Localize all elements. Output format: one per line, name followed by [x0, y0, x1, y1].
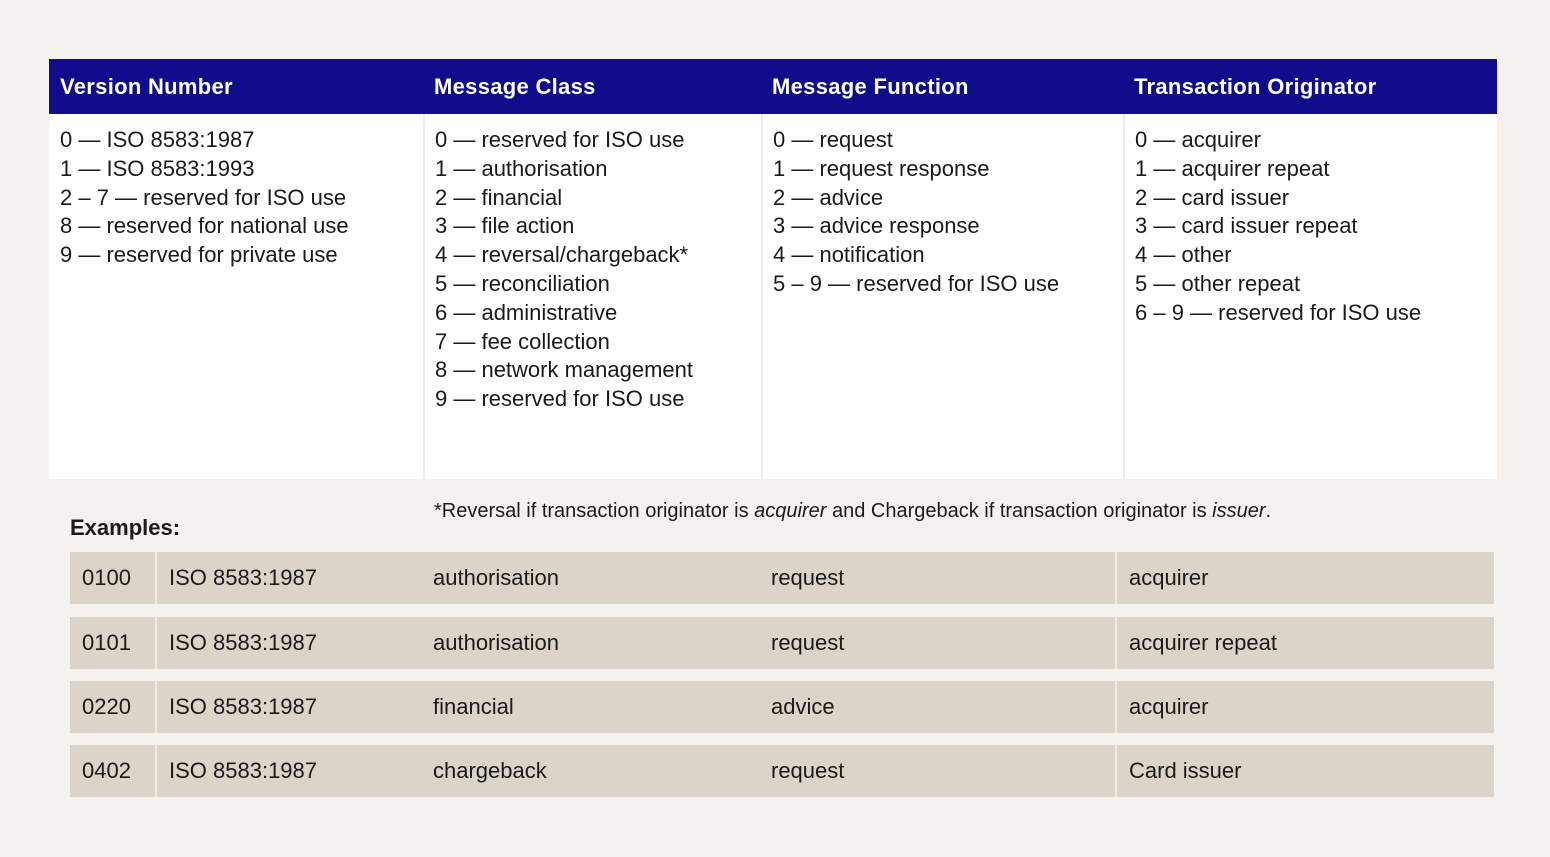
list-item: 4 — notification — [773, 242, 925, 268]
example-class: authorisation — [433, 630, 559, 655]
example-row: 0220 ISO 8583:1987 financial advice acqu… — [70, 681, 1494, 733]
example-version: ISO 8583:1987 — [169, 694, 318, 719]
example-class: chargeback — [433, 758, 547, 783]
example-code: 0100 — [70, 552, 157, 604]
footnote-text: and Chargeback if transaction originator… — [826, 500, 1213, 522]
transaction-originator-list: 0 — acquirer 1 — acquirer repeat 2 — car… — [1123, 114, 1497, 479]
example-code: 0402 — [70, 745, 157, 797]
table-header-row: Version Number Message Class Message Fun… — [49, 59, 1497, 114]
message-function-list: 0 — request 1 — request response 2 — adv… — [761, 114, 1123, 479]
list-item: 0 — ISO 8583:1987 — [60, 127, 255, 152]
list-item: 2 — advice — [773, 184, 884, 210]
list-item: 7 — fee collection — [435, 328, 610, 354]
list-item: 0 — acquirer — [1135, 127, 1261, 152]
example-version: ISO 8583:1987 — [169, 565, 318, 590]
example-function: request — [759, 552, 1117, 604]
list-item: 1 — ISO 8583:1993 — [60, 155, 255, 181]
list-item: 3 — card issuer repeat — [1135, 213, 1358, 239]
example-originator: Card issuer — [1129, 758, 1242, 783]
example-function: advice — [759, 681, 1117, 733]
version-number-list: 0 — ISO 8583:1987 1 — ISO 8583:1993 2 – … — [49, 114, 423, 479]
header-message-function: Message Function — [772, 74, 969, 99]
list-item: 6 — administrative — [435, 299, 618, 325]
list-item: 2 — financial — [435, 184, 563, 210]
examples-heading: Examples: — [70, 515, 181, 540]
example-class: authorisation — [433, 565, 559, 590]
header-message-class: Message Class — [434, 74, 596, 99]
example-row: 0101 ISO 8583:1987 authorisation request… — [70, 617, 1494, 669]
example-originator: acquirer — [1129, 565, 1209, 590]
list-item: 0 — reserved for ISO use — [435, 127, 685, 152]
footnote-emphasis-issuer: issuer — [1212, 500, 1266, 522]
list-item: 5 – 9 — reserved for ISO use — [773, 270, 1060, 296]
footnote: *Reversal if transaction originator is a… — [434, 500, 1271, 523]
example-class: financial — [433, 694, 514, 719]
example-row: 0100 ISO 8583:1987 authorisation request… — [70, 552, 1494, 604]
header-transaction-originator: Transaction Originator — [1134, 74, 1377, 99]
list-item: 1 — acquirer repeat — [1135, 155, 1330, 181]
header-version-number: Version Number — [60, 74, 233, 99]
list-item: 9 — reserved for private use — [60, 242, 338, 268]
list-item: 8 — network management — [435, 357, 694, 383]
example-version: ISO 8583:1987 — [169, 630, 318, 655]
example-function: request — [759, 617, 1117, 669]
list-item: 8 — reserved for national use — [60, 213, 349, 239]
list-item: 4 — other — [1135, 242, 1232, 268]
list-item: 1 — authorisation — [435, 155, 608, 181]
example-function: request — [759, 745, 1117, 797]
list-item: 1 — request response — [773, 155, 990, 181]
example-code: 0101 — [70, 617, 157, 669]
table-body-row: 0 — ISO 8583:1987 1 — ISO 8583:1993 2 – … — [49, 114, 1497, 479]
list-item: 3 — advice response — [773, 213, 980, 239]
example-row: 0402 ISO 8583:1987 chargeback request Ca… — [70, 745, 1494, 797]
list-item: 2 – 7 — reserved for ISO use — [60, 184, 347, 210]
example-originator: acquirer — [1129, 694, 1209, 719]
list-item: 5 — reconciliation — [435, 270, 610, 296]
list-item: 3 — file action — [435, 213, 575, 239]
example-code: 0220 — [70, 681, 157, 733]
footnote-text: *Reversal if transaction originator is — [434, 500, 755, 522]
list-item: 2 — card issuer — [1135, 184, 1290, 210]
message-class-list: 0 — reserved for ISO use 1 — authorisati… — [423, 114, 761, 479]
list-item: 6 – 9 — reserved for ISO use — [1135, 299, 1422, 325]
example-version: ISO 8583:1987 — [169, 758, 318, 783]
list-item: 9 — reserved for ISO use — [435, 386, 685, 412]
list-item: 4 — reversal/chargeback* — [435, 242, 689, 268]
list-item: 0 — request — [773, 127, 893, 152]
footnote-text: . — [1265, 500, 1272, 522]
list-item: 5 — other repeat — [1135, 270, 1301, 296]
footnote-emphasis-acquirer: acquirer — [754, 500, 827, 522]
example-originator: acquirer repeat — [1129, 630, 1277, 655]
mti-table: Version Number Message Class Message Fun… — [49, 59, 1497, 479]
